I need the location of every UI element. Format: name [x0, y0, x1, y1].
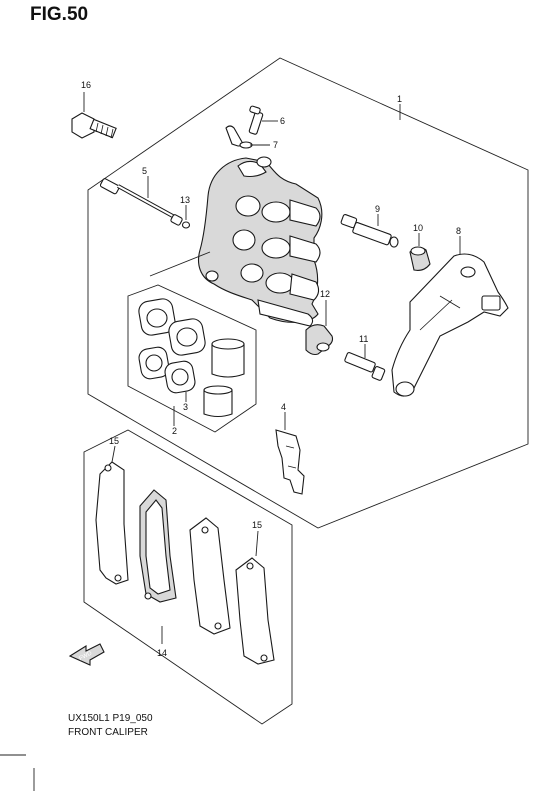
- o-ring-13: [181, 221, 191, 229]
- caliper-to-seal-leader: [149, 251, 211, 277]
- callout-15b: 15: [252, 520, 262, 530]
- slide-pin-9: [340, 214, 399, 248]
- bleeder-cap-7: [225, 125, 253, 149]
- callout-3: 3: [183, 402, 188, 412]
- fwd-arrow-icon: FWD: [68, 643, 105, 666]
- callout-14: 14: [157, 648, 167, 658]
- brake-pad-left: [139, 489, 177, 603]
- piston-seals: [138, 298, 206, 394]
- boot-10: [409, 246, 431, 271]
- bolt-16: [71, 112, 117, 139]
- brake-pad-shim-right: [235, 557, 275, 665]
- callout-11: 11: [359, 334, 368, 344]
- callout-2: 2: [172, 426, 177, 436]
- brake-pad-shim-left: [95, 461, 129, 585]
- pad-spring-4: [275, 429, 305, 495]
- callout-8: 8: [456, 226, 461, 236]
- caliper-assembly-frame: [87, 57, 529, 529]
- caliper-pin-5: [99, 178, 183, 226]
- leader-15b: [255, 530, 259, 557]
- boot-12: [305, 324, 334, 356]
- model-code: UX150L1 P19_050: [68, 713, 153, 724]
- pistons: [203, 338, 245, 418]
- slide-pin-11: [344, 352, 386, 381]
- callout-5: 5: [142, 166, 147, 176]
- callout-4: 4: [281, 402, 286, 412]
- callout-6: 6: [280, 116, 285, 126]
- callout-7: 7: [273, 140, 278, 150]
- seal-kit-frame: [127, 284, 257, 433]
- callout-10: 10: [413, 223, 423, 233]
- callout-9: 9: [375, 204, 380, 214]
- brake-pad-right: [189, 517, 231, 635]
- callout-15a: 15: [109, 436, 119, 446]
- figure-title: FIG.50: [30, 4, 89, 25]
- caliper-body: [197, 156, 323, 327]
- caliper-bracket-8: [391, 253, 509, 397]
- callout-12: 12: [320, 289, 330, 299]
- leader-15a: [111, 445, 116, 463]
- section-name: FRONT CALIPER: [68, 727, 148, 738]
- callout-1: 1: [397, 94, 402, 104]
- pad-set-frame: [83, 429, 293, 725]
- callout-13: 13: [180, 195, 190, 205]
- callout-16: 16: [81, 80, 91, 90]
- bleeder-valve-6: [248, 105, 264, 135]
